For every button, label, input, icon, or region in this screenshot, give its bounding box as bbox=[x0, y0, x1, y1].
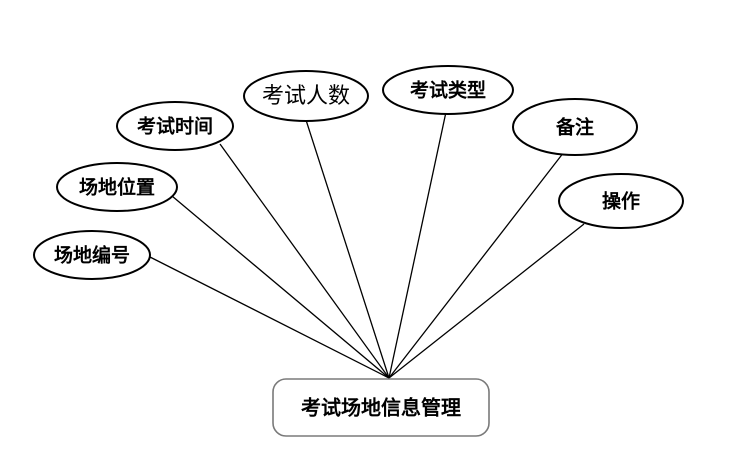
attribute-venue-location: 场地位置 bbox=[56, 162, 178, 212]
attribute-exam-headcount: 考试人数 bbox=[243, 70, 369, 122]
connector-exam-type bbox=[388, 111, 447, 379]
attribute-ellipse bbox=[382, 65, 514, 115]
connector-exam-time bbox=[219, 143, 390, 379]
entity-label: 考试场地信息管理 bbox=[301, 396, 461, 420]
connector-venue-location bbox=[171, 195, 390, 379]
attribute-operation: 操作 bbox=[558, 173, 684, 229]
connector-venue-number bbox=[147, 255, 390, 379]
attribute-ellipse bbox=[116, 101, 234, 151]
connector-remarks bbox=[388, 151, 565, 379]
attribute-exam-type: 考试类型 bbox=[382, 65, 514, 115]
attribute-ellipse bbox=[558, 173, 684, 229]
entity-box bbox=[272, 378, 490, 437]
attribute-ellipse bbox=[33, 230, 151, 280]
attribute-ellipse bbox=[243, 70, 369, 122]
attribute-label: 场地编号 bbox=[54, 244, 130, 267]
attribute-label: 操作 bbox=[602, 190, 640, 213]
attribute-label: 备注 bbox=[555, 116, 594, 139]
attribute-label: 考试时间 bbox=[137, 116, 213, 138]
attribute-venue-number: 场地编号 bbox=[33, 230, 151, 280]
attribute-label: 考试类型 bbox=[410, 79, 486, 102]
entity-venue-management: 考试场地信息管理 bbox=[272, 378, 490, 437]
connector-operation bbox=[388, 223, 585, 379]
attribute-label: 考试人数 bbox=[262, 84, 350, 109]
connectors bbox=[147, 111, 585, 379]
attribute-exam-time: 考试时间 bbox=[116, 101, 234, 151]
attribute-label: 场地位置 bbox=[79, 176, 155, 199]
attribute-ellipse bbox=[56, 162, 178, 212]
attribute-remarks: 备注 bbox=[512, 98, 638, 156]
attribute-ellipse bbox=[512, 98, 638, 156]
connector-exam-headcount bbox=[305, 119, 390, 379]
